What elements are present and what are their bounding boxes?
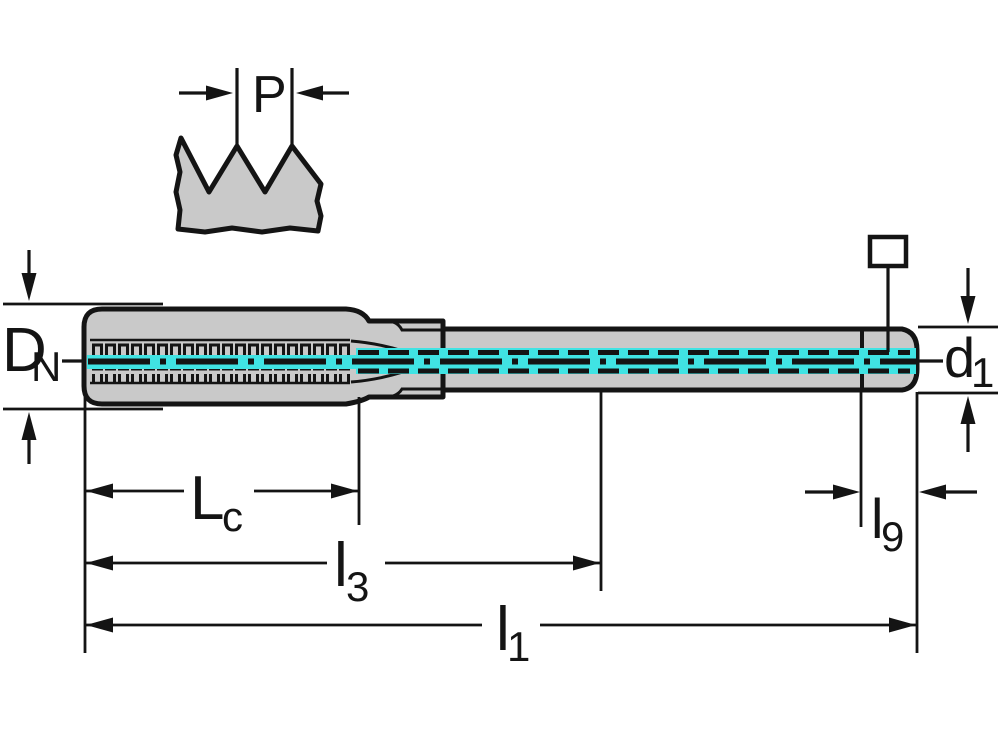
square-drive-callout: [867, 234, 909, 352]
d1-arrowhead-top: [960, 296, 976, 324]
l9-arrowhead-right: [919, 484, 946, 500]
d1-arrowhead-bottom: [960, 396, 976, 424]
dn-arrowhead-bottom: [21, 412, 37, 440]
l1-arrowhead-left: [86, 617, 113, 633]
pitch-label: P: [252, 66, 287, 124]
dimension-lc: L c: [86, 397, 361, 540]
thread-profile-shape: [173, 135, 324, 235]
neck-inner-line-bottom: [392, 387, 441, 398]
dimension-l1: l 1: [86, 392, 919, 670]
tap-body: [81, 306, 920, 407]
l9-label-main: l: [871, 487, 883, 550]
l3-arrowhead-right: [573, 555, 600, 571]
dimension-l3: l 3: [86, 392, 603, 610]
l3-label-main: l: [334, 531, 348, 600]
l1-arrowhead-right: [889, 617, 916, 633]
lc-label-sub: c: [222, 493, 243, 540]
l9-label-sub: 9: [881, 513, 904, 560]
lc-label-main: L: [190, 464, 224, 533]
l1-label-main: l: [496, 595, 510, 664]
thread-band-bottom: [90, 366, 350, 383]
d1-label-main: d: [944, 326, 975, 389]
thread-band-top: [90, 340, 350, 357]
thread-profile-detail: P: [173, 66, 349, 235]
pitch-arrowhead-right: [296, 85, 323, 101]
lc-arrowhead-right: [331, 483, 358, 499]
l9-arrowhead-left: [833, 484, 860, 500]
l3-arrowhead-left: [86, 555, 113, 571]
d1-label-sub: 1: [971, 349, 994, 396]
dimension-dn: D N: [2, 250, 163, 464]
dimension-l9: l 9: [805, 392, 977, 560]
lc-arrowhead-left: [86, 483, 113, 499]
neck-inner-line-top: [392, 320, 441, 332]
dn-arrowhead-top: [21, 273, 37, 301]
square-drive-icon: [867, 234, 909, 269]
l3-label-sub: 3: [346, 563, 369, 610]
dn-label-main: D: [2, 316, 47, 385]
l1-label-sub: 1: [507, 623, 530, 670]
dimension-d1: d 1: [918, 268, 998, 452]
pitch-arrowhead-left: [206, 85, 233, 101]
dn-label-sub: N: [31, 343, 61, 390]
